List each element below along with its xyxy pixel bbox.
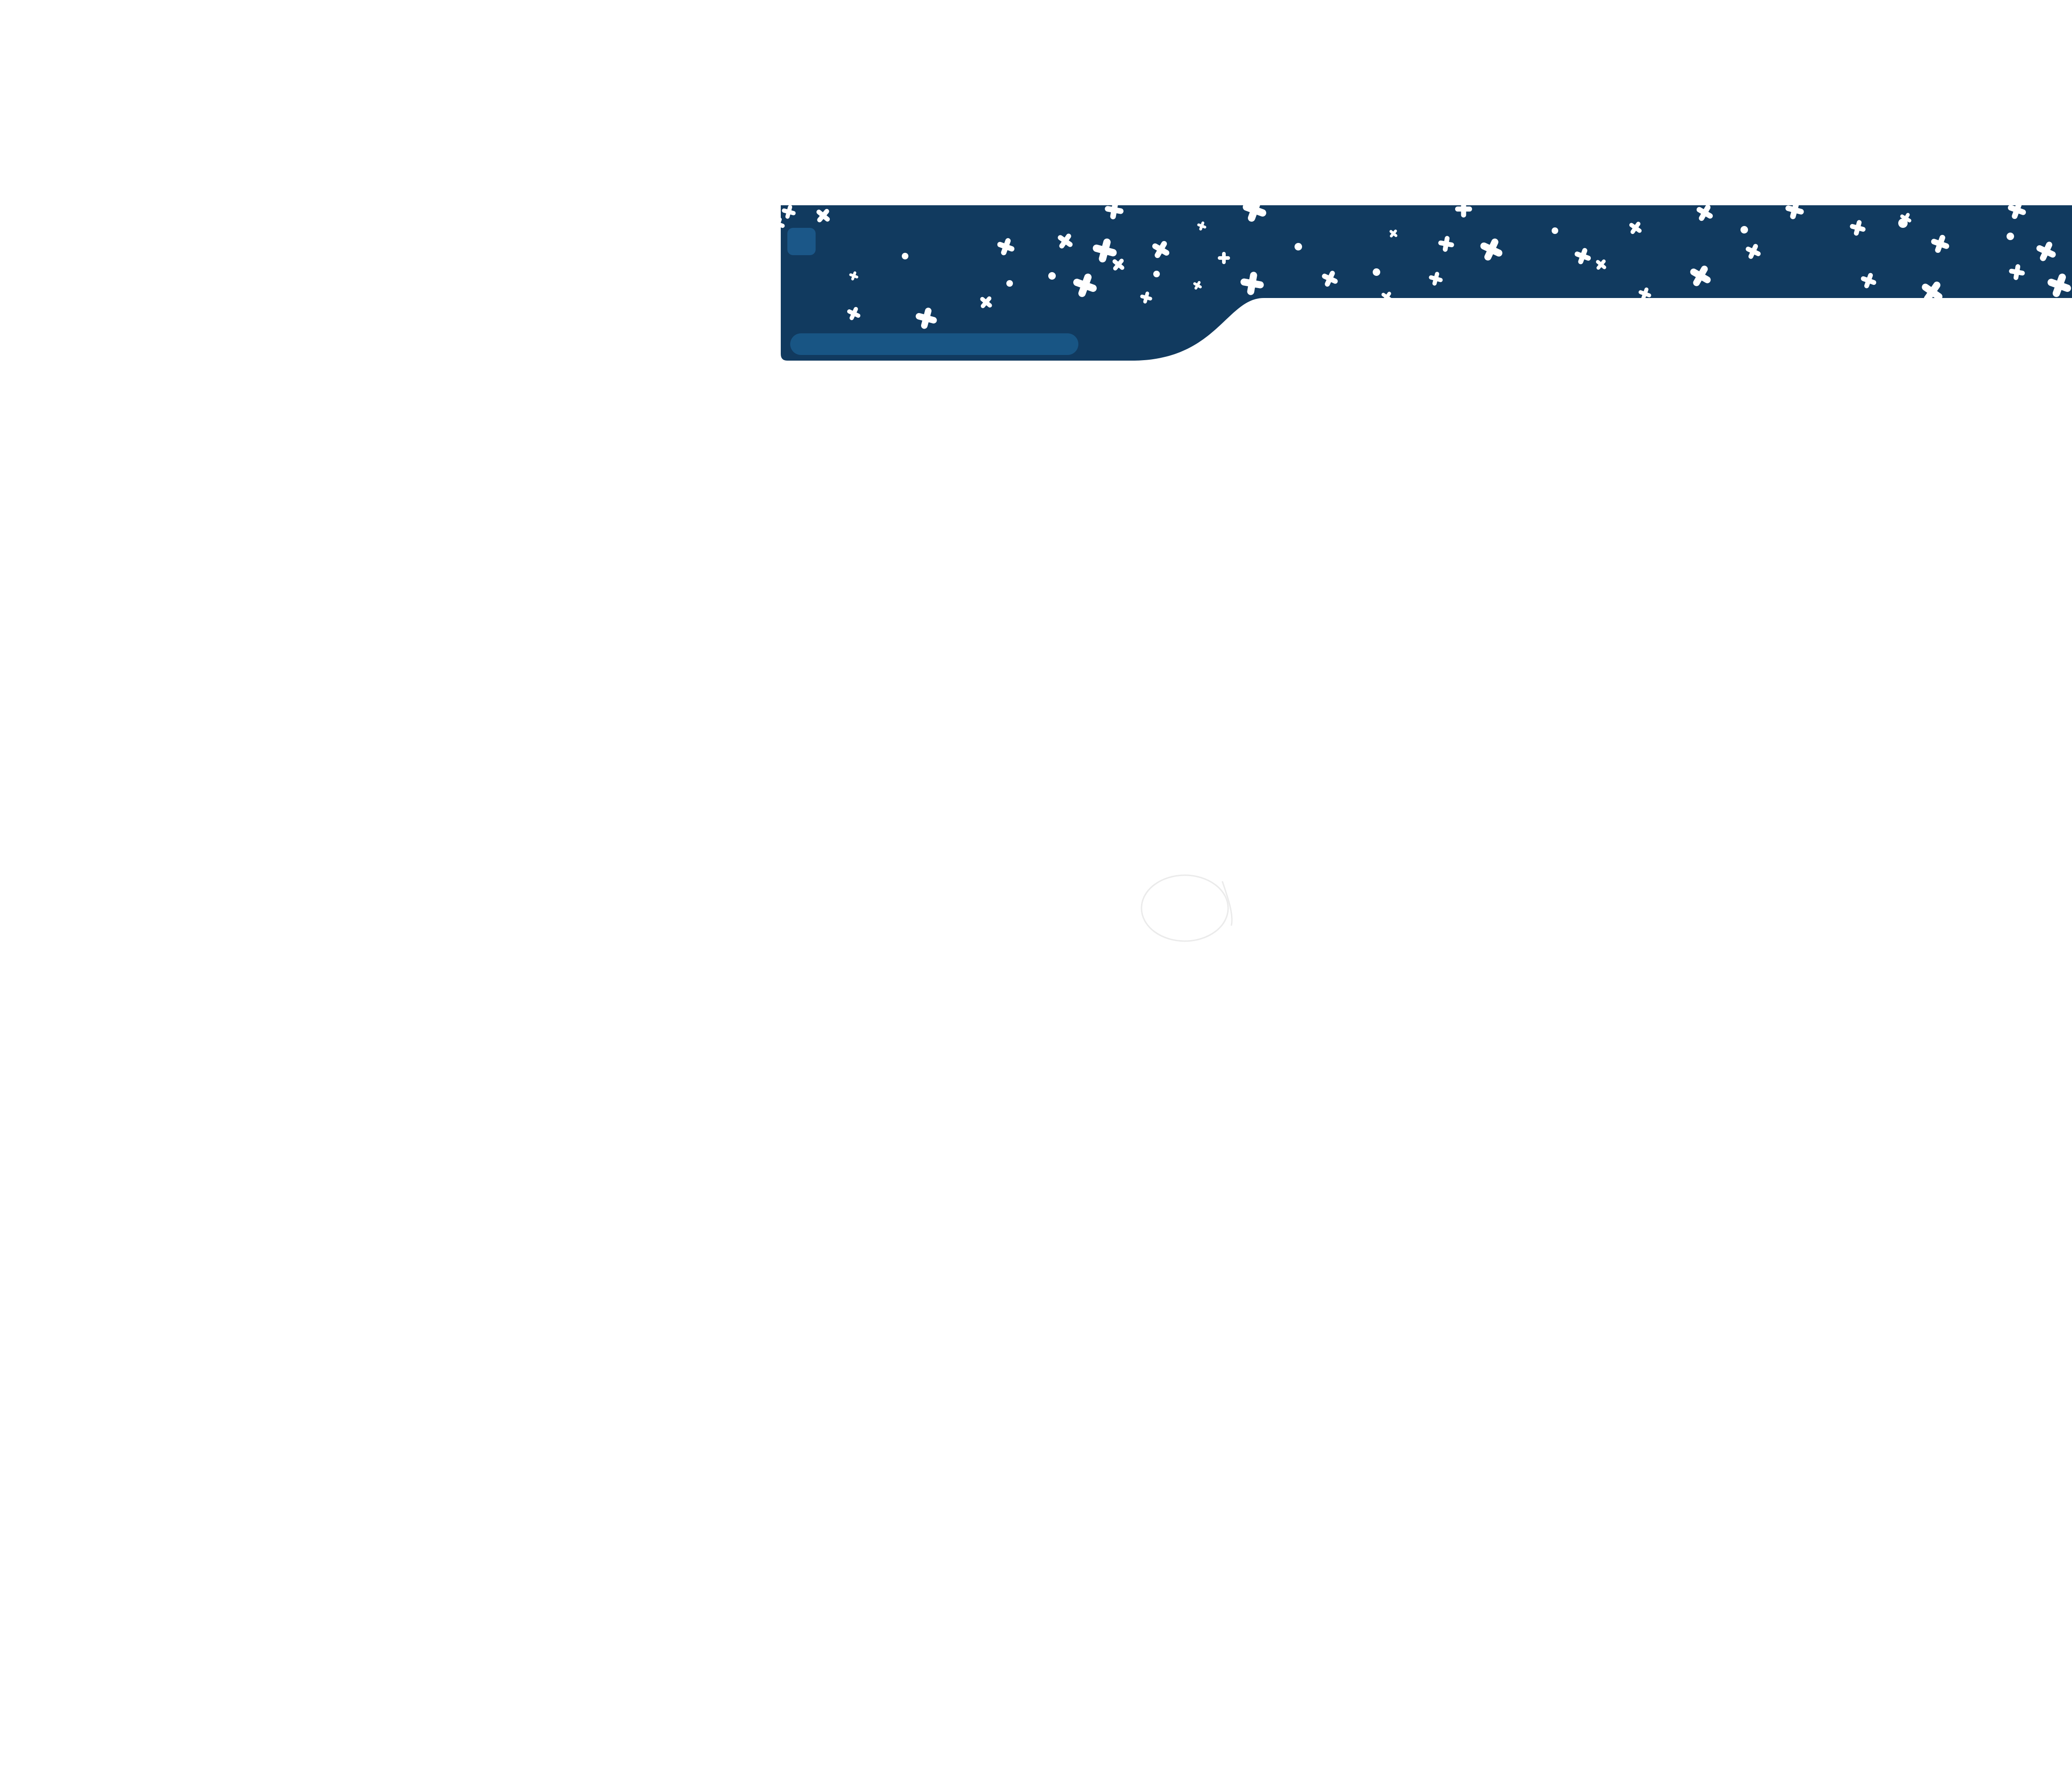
cross-sparkle-icon (1696, 205, 1713, 221)
cross-sparkle-icon (915, 307, 937, 329)
cross-sparkle-icon (847, 306, 861, 321)
cross-sparkle-icon (2007, 205, 2026, 219)
cross-sparkle-icon (2036, 242, 2056, 261)
cross-sparkle-icon (997, 238, 1015, 256)
cross-sparkle-icon (1243, 205, 1266, 222)
cross-sparkle-icon (1455, 205, 1472, 218)
loading-placeholder-graphic (1140, 869, 1248, 949)
faint-bubble-outline-icon (1141, 874, 1233, 942)
dot-sparkle-icon (902, 253, 908, 259)
cross-sparkle-icon (1596, 259, 1606, 270)
dot-sparkle-icon (1740, 226, 1748, 234)
cross-sparkle-icon (2009, 264, 2025, 280)
cross-sparkle-icon (1861, 273, 1877, 289)
cross-sparkle-icon (2048, 274, 2071, 297)
cross-sparkle-icon (1785, 205, 1804, 219)
dot-sparkle-icon (1373, 268, 1380, 276)
promo-banner (781, 205, 2072, 362)
cross-sparkle-icon (1112, 258, 1125, 271)
cross-sparkle-icon (1105, 205, 1124, 219)
banner-sparkles (781, 205, 2071, 329)
cross-sparkle-icon (1900, 213, 1911, 224)
cross-sparkle-icon (1574, 248, 1591, 265)
cross-sparkle-icon (782, 205, 796, 219)
cross-sparkle-icon (1931, 234, 1950, 253)
cross-sparkle-icon (980, 296, 992, 308)
cross-sparkle-icon (1240, 272, 1264, 295)
cross-sparkle-icon (1638, 287, 1651, 300)
banner-tab-pill (790, 333, 1078, 355)
cross-sparkle-icon (1480, 238, 1503, 261)
cross-sparkle-icon (1850, 220, 1866, 236)
dot-sparkle-icon (2007, 233, 2014, 240)
dot-sparkle-icon (1048, 272, 1056, 280)
cross-sparkle-icon (1193, 281, 1202, 290)
banner-shape (781, 205, 2072, 361)
dot-sparkle-icon (1153, 271, 1160, 277)
cross-sparkle-icon (1093, 238, 1117, 263)
cross-sparkle-icon (1058, 234, 1073, 249)
cross-sparkle-icon (1389, 229, 1398, 238)
cross-sparkle-icon (1429, 272, 1443, 286)
cross-sparkle-icon (1218, 252, 1230, 264)
banner-corner-chip (787, 228, 816, 255)
cross-sparkle-icon (816, 209, 830, 223)
cross-sparkle-icon (1922, 282, 1942, 302)
cross-sparkle-icon (1438, 236, 1454, 252)
dot-sparkle-icon (1552, 227, 1558, 234)
cross-sparkle-icon (1746, 244, 1761, 259)
cross-sparkle-icon (1073, 274, 1097, 297)
cross-sparkle-icon (1690, 266, 1711, 286)
cross-sparkle-icon (1152, 241, 1170, 258)
cross-sparkle-icon (849, 271, 858, 281)
cross-sparkle-icon (1629, 221, 1642, 234)
cross-sparkle-icon (1322, 271, 1338, 287)
dot-sparkle-icon (1295, 243, 1302, 250)
cross-sparkle-icon (1197, 221, 1206, 231)
cross-sparkle-icon (781, 217, 785, 231)
cross-sparkle-icon (1140, 291, 1152, 304)
dot-sparkle-icon (1006, 280, 1013, 287)
